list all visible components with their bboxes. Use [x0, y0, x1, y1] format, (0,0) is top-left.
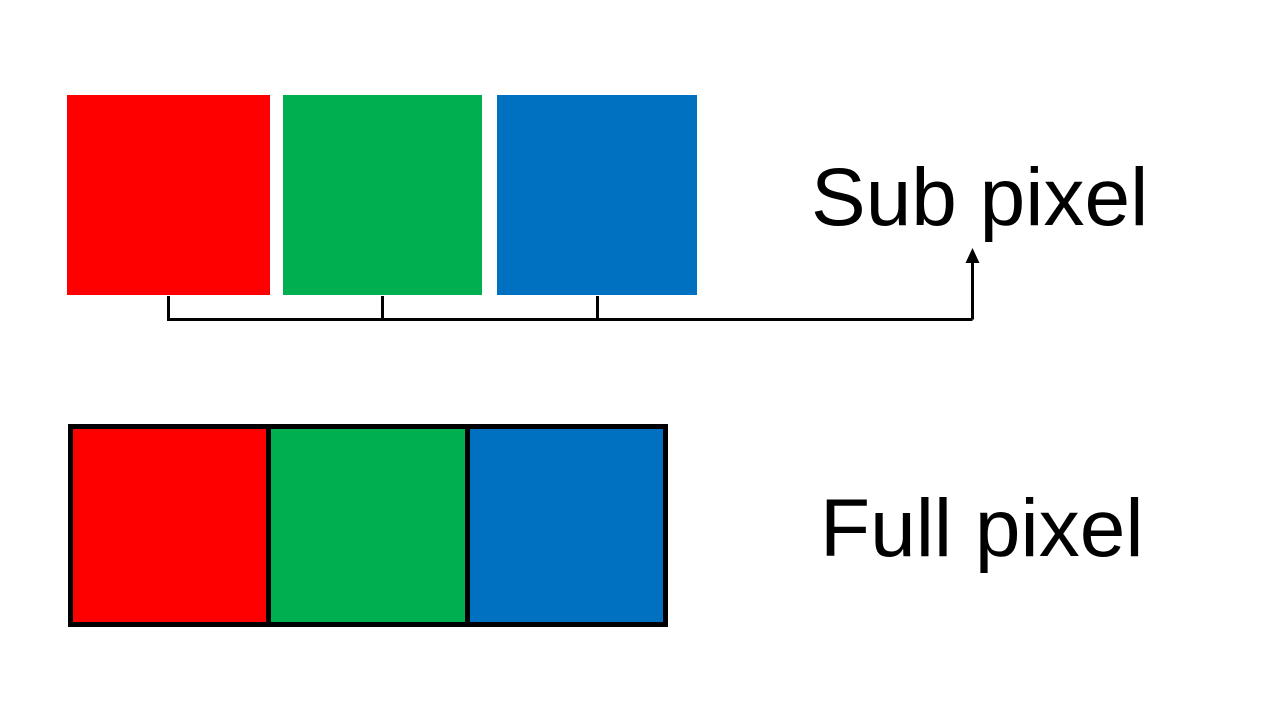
subpixel-label: Sub pixel	[811, 152, 1149, 243]
fullpixel-box	[68, 424, 668, 627]
subpixel-green-square	[283, 95, 482, 295]
arrowhead-up-icon	[965, 248, 980, 263]
fullpixel-red-cell	[73, 429, 267, 622]
subpixel-red-square	[67, 95, 270, 295]
subpixel-blue-square	[497, 95, 697, 295]
fullpixel-green-cell	[271, 429, 465, 622]
fullpixel-blue-cell	[469, 429, 663, 622]
fullpixel-label: Full pixel	[820, 483, 1144, 574]
